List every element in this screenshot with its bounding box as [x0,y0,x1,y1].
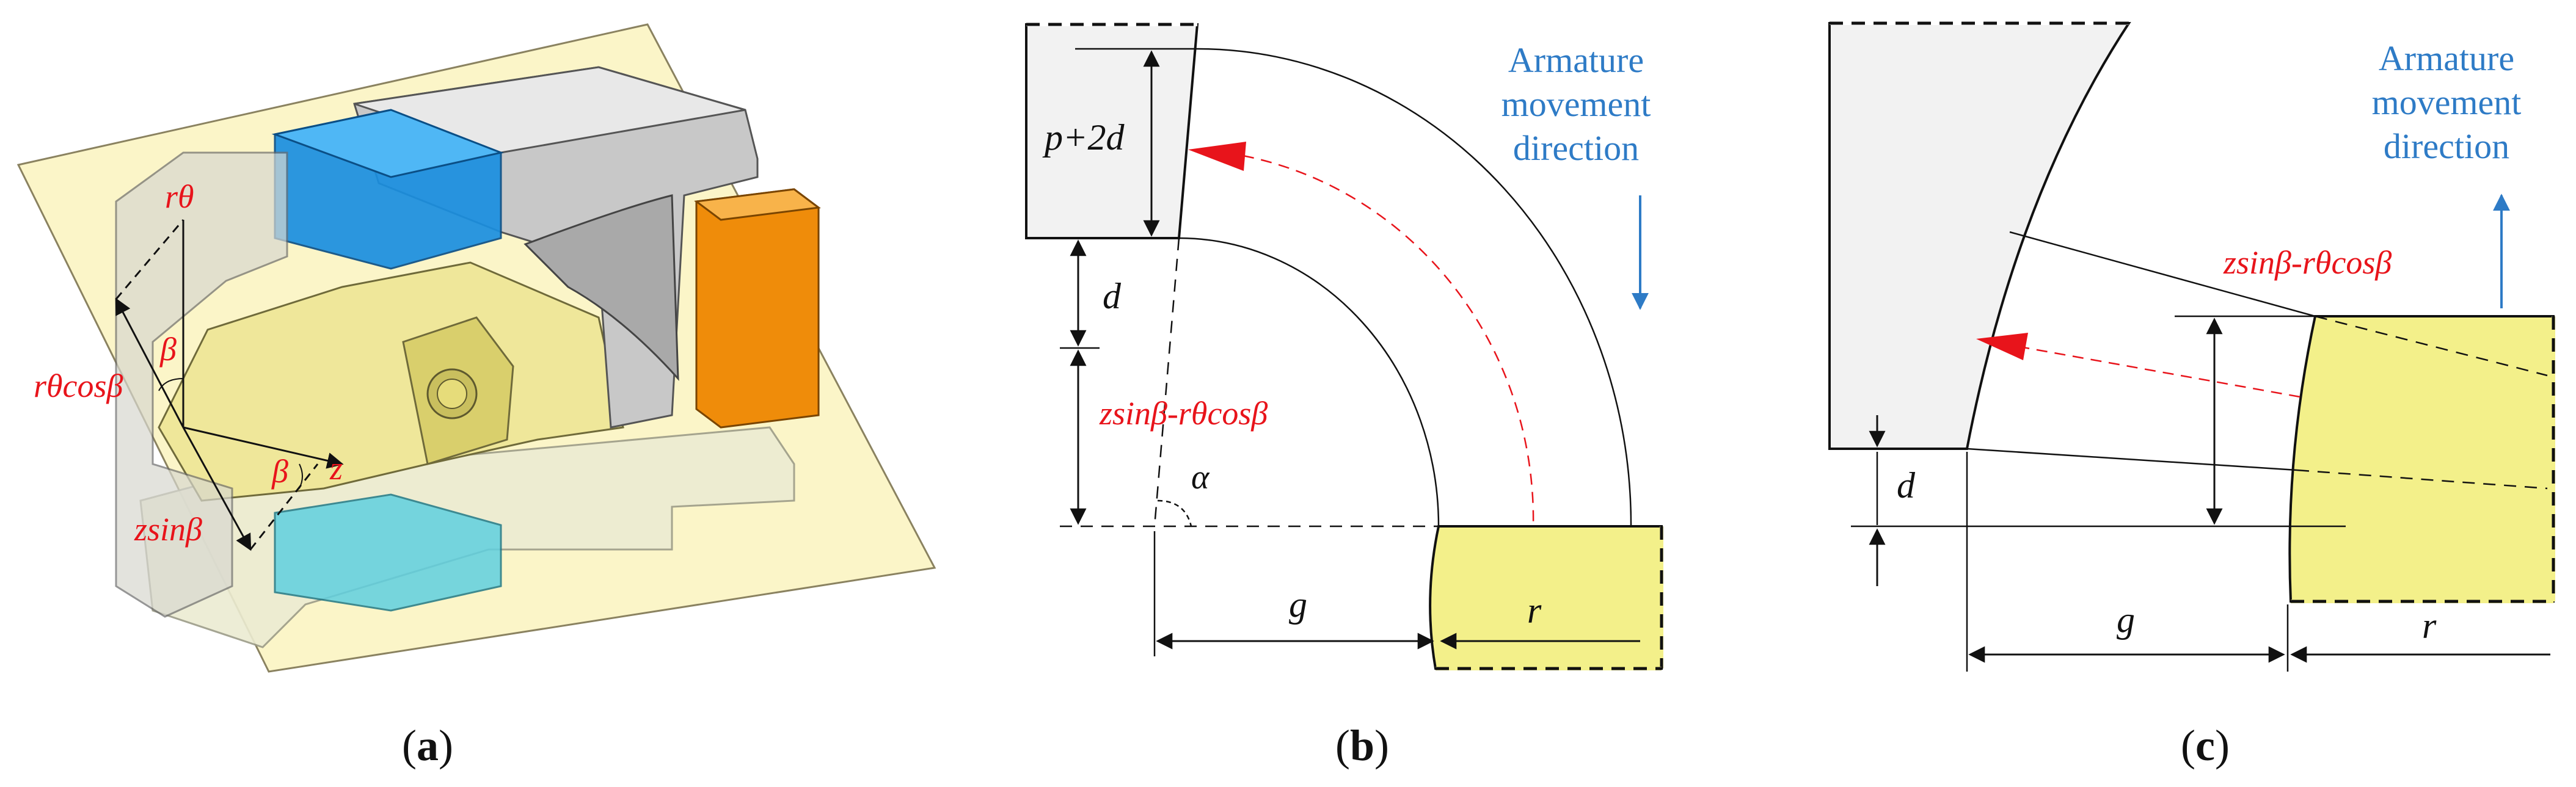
caption-b: (b) [1335,721,1389,770]
conn-bot-c [1966,448,2297,471]
inner-arc-b [1178,237,1440,527]
label-p-2d: p+2d [1042,117,1125,158]
label-g-b: g [1289,584,1307,625]
armature-text-c-1: Armature [2379,38,2514,78]
arc-beta-bottom [299,463,303,489]
label-alpha: α [1191,459,1210,496]
label-z: z [329,450,343,487]
armature-body [158,261,624,502]
yoke-curve [524,194,679,382]
panel-c: zsinβ-rθcosβ d g r Armature movement dir… [1828,21,2555,770]
stator-block-c [1828,22,2131,450]
caption-c: (c) [2181,721,2230,770]
conn-top-c [2009,231,2316,317]
label-g-c: g [2117,600,2135,640]
outer-arc-b [1197,48,1632,527]
armature-text-b-2: movement [1501,84,1651,124]
label-beta-top: β [159,331,177,368]
armature-text-b-3: direction [1513,128,1639,168]
label-zsin-c: zsinβ-rθcosβ [2223,244,2392,281]
armature-block-b [1429,525,1663,670]
panel-b: p+2d d zsinβ-rθcosβ α g r Armature movem… [1025,23,1663,770]
angle-alpha-arc [1157,499,1192,527]
flux-arrow-c [1976,333,2028,360]
label-beta-bottom: β [271,453,288,490]
armature-block-c [2288,315,2555,603]
flux-path-c [2009,344,2301,398]
armature-text-c-2: movement [2372,82,2522,122]
label-r-c: r [2422,606,2437,646]
coil-right [695,188,820,429]
label-r-theta: rθ [165,178,194,215]
label-z-sin-beta: zsinβ [134,511,202,548]
label-r-b: r [1527,590,1542,631]
label-d-b: d [1103,276,1122,316]
line-z [183,426,344,469]
label-zsin-b: zsinβ-rθcosβ [1099,395,1268,432]
caption-a: (a) [402,721,453,770]
armature-hole-inner [437,379,467,409]
coil-top-face [271,109,505,178]
flux-arrow-b [1188,142,1246,171]
axis-vert-b [1153,238,1180,527]
coil-bottom [274,493,502,612]
armature-text-c-3: direction [2384,126,2509,166]
armature-text-b-1: Armature [1508,40,1644,80]
label-d-c: d [1897,465,1916,506]
line-dash-a2 [249,463,319,550]
panel-a: rθ β rθcosβ β z zsinβ (a) [16,23,936,770]
line-diag-top [115,297,184,428]
dash-bot-c [2296,469,2548,490]
flux-path-b [1242,154,1534,527]
coil-right-top [694,188,821,221]
label-r-theta-cos-beta: rθcosβ [34,368,123,404]
line-dash-a1 [115,219,184,300]
line-diag-bottom [182,427,252,551]
left-stator [115,151,288,618]
arc-beta-top [158,378,184,391]
